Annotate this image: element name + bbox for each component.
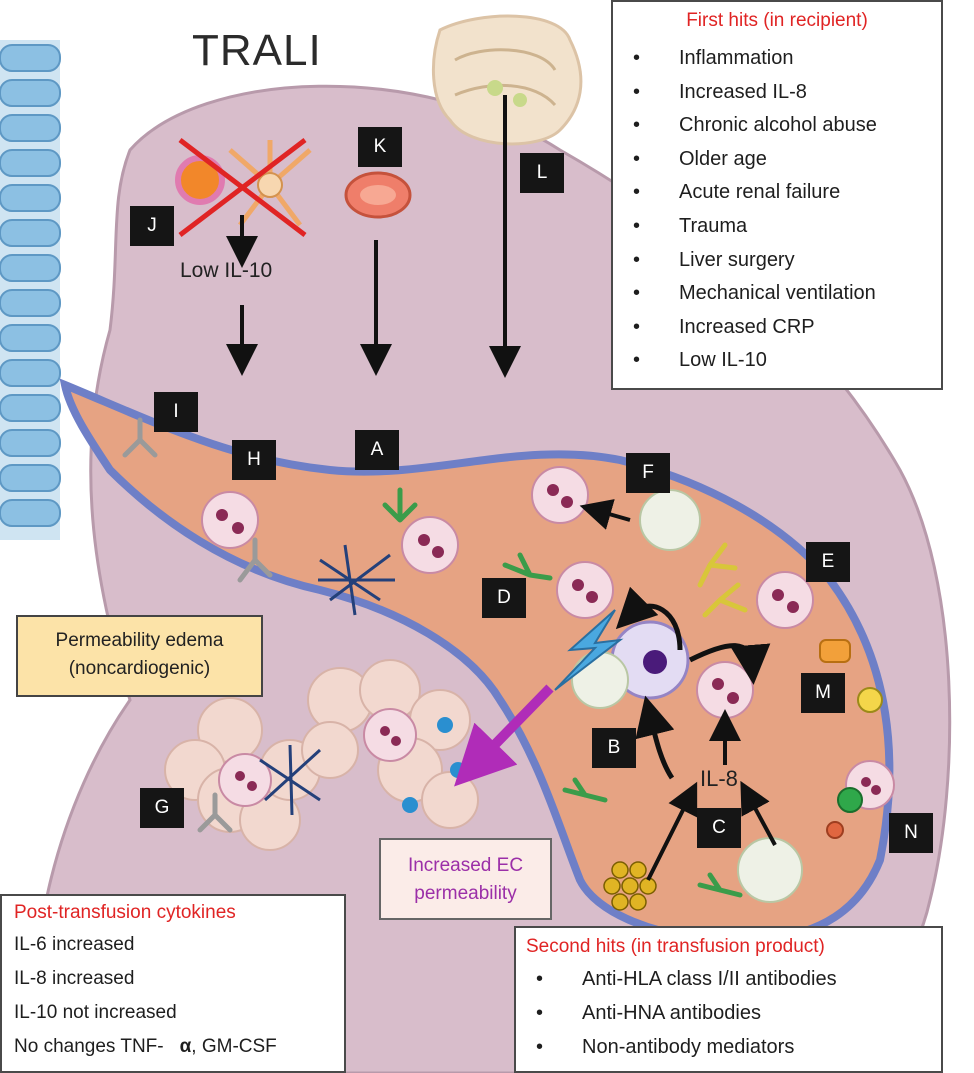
tag-a: A <box>355 430 399 470</box>
bullet-icon: • <box>633 349 641 372</box>
tag-n: N <box>889 813 933 853</box>
bullet-icon: • <box>536 1036 544 1058</box>
bullet-icon: • <box>633 47 641 69</box>
tag-b: B <box>592 728 636 768</box>
bullet-icon: • <box>633 214 641 237</box>
tag-m: M <box>801 673 845 713</box>
list-item: •Older age <box>623 143 931 177</box>
dendritic-cell <box>228 140 312 227</box>
tag-i: I <box>154 392 198 432</box>
curved-arrows <box>615 586 771 780</box>
tag-l: L <box>520 153 564 193</box>
intestine <box>431 14 583 146</box>
list-item: •Mechanical ventilation <box>623 277 931 311</box>
bullet-icon: • <box>633 147 641 170</box>
receptors <box>819 639 883 839</box>
antibodies <box>122 417 748 898</box>
bullet-icon: • <box>633 248 641 271</box>
arrows <box>226 95 777 881</box>
trachea <box>0 40 61 540</box>
il8-label: IL-8 <box>700 766 738 791</box>
tag-e: E <box>806 542 850 582</box>
cytokine-line: IL-8 increased <box>14 968 135 989</box>
cytokine-line: IL-10 not increased <box>14 1002 177 1023</box>
bullet-icon: • <box>633 114 641 137</box>
neutrophils <box>201 466 895 810</box>
tag-f: F <box>626 453 670 493</box>
list-item: •Trauma <box>623 210 931 244</box>
list-item: •Non-antibody mediators <box>526 1030 931 1064</box>
alpha-symbol: α <box>179 1036 192 1057</box>
tag-h: H <box>232 440 276 480</box>
list-item: •Low IL-10 <box>623 344 931 378</box>
cytokine-line: No changes TNF-α, GM-CSF <box>14 1036 277 1057</box>
tag-k: K <box>358 127 402 167</box>
ec-permeability-arrow <box>454 684 554 787</box>
lightning-icon <box>554 609 624 691</box>
bullet-icon: • <box>633 315 641 338</box>
permeability-edema-callout: Permeability edema (noncardiogenic) <box>16 615 263 697</box>
bullet-icon: • <box>633 181 641 204</box>
diagram-title: TRALI <box>192 26 322 75</box>
cross-out-icon <box>178 138 307 237</box>
post-transfusion-title: Post-transfusion cytokines <box>14 902 236 923</box>
first-hits-box: First hits (in recipient) •Inflammation … <box>611 0 943 390</box>
second-hits-title: Second hits (in transfusion product) <box>526 936 825 957</box>
second-hits-list: •Anti-HLA class I/II antibodies •Anti-HN… <box>526 962 931 1064</box>
tag-g: G <box>140 788 184 828</box>
list-item: •Increased IL-8 <box>623 76 931 110</box>
ec-permeability-callout: Increased EC permeability <box>379 838 552 920</box>
bullet-icon: • <box>633 282 641 305</box>
neutrophil-nuclei <box>216 484 881 795</box>
first-hits-list: •Inflammation •Increased IL-8 •Chronic a… <box>623 42 931 378</box>
list-item: •Increased CRP <box>623 311 931 345</box>
net-webs <box>259 544 395 816</box>
bullet-icon: • <box>633 80 641 103</box>
cytokine-line: IL-6 increased <box>14 934 135 955</box>
list-item: •Liver surgery <box>623 244 931 278</box>
low-il10-label: Low IL-10 <box>180 259 273 282</box>
tag-c: C <box>697 808 741 848</box>
second-hits-box: Second hits (in transfusion product) •An… <box>514 926 943 1073</box>
list-item: •Acute renal failure <box>623 176 931 210</box>
tag-j: J <box>130 206 174 246</box>
bullet-icon: • <box>536 1002 544 1024</box>
tag-d: D <box>482 578 526 618</box>
bullet-icon: • <box>536 968 544 990</box>
first-hits-title: First hits (in recipient) <box>686 10 868 31</box>
list-item: •Chronic alcohol abuse <box>623 109 931 143</box>
platelets <box>603 861 657 911</box>
list-item: •Inflammation <box>623 42 931 76</box>
post-transfusion-box: Post-transfusion cytokines IL-6 increase… <box>0 894 346 1073</box>
list-item: •Anti-HLA class I/II antibodies <box>526 962 931 996</box>
list-item: •Anti-HNA antibodies <box>526 996 931 1030</box>
